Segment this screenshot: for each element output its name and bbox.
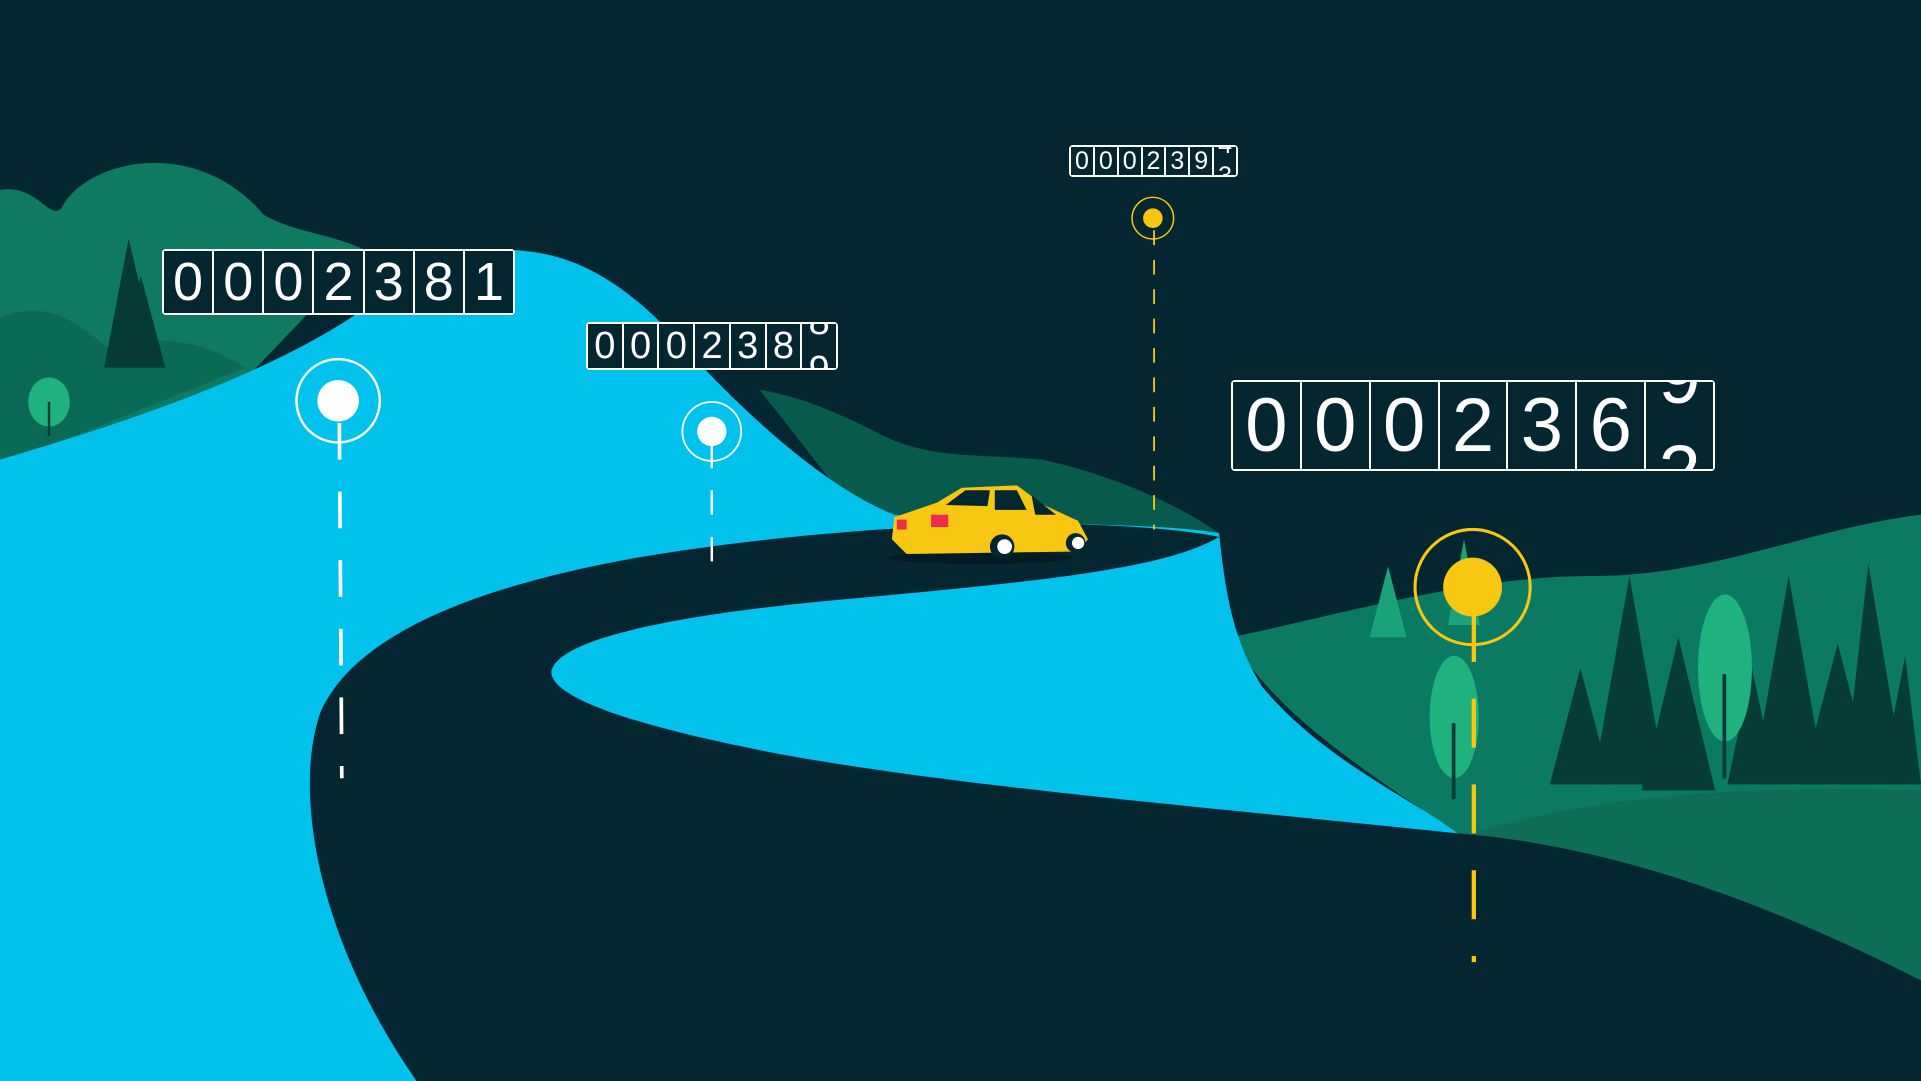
map-pin-icon: [1131, 196, 1175, 530]
odometer-digit: 0: [164, 251, 213, 313]
odometer-digit: 3: [364, 251, 413, 313]
odometer-digit: 0: [659, 324, 694, 368]
odometer-digit: 2: [695, 324, 729, 368]
odometer-d: 00023692: [1231, 380, 1715, 471]
odometer-b: 00023889: [586, 322, 838, 370]
left-hills-front: [0, 310, 246, 466]
odometer-digit: 0: [214, 251, 263, 313]
map-pin-icon: [681, 401, 743, 562]
odometer-digit: 8: [766, 324, 801, 368]
odometer-digit: 0: [1118, 147, 1141, 175]
odometer-digit: 0: [623, 324, 658, 368]
tree-icon: [28, 377, 1752, 800]
odometer-digit: 0: [1301, 382, 1369, 469]
tree-icon: [1549, 563, 1921, 791]
odometer-digit: 0: [1370, 382, 1438, 469]
odometer-digit: 0: [588, 324, 622, 368]
odometer-rolling-digit: 89: [802, 324, 837, 368]
odometer-digit: 3: [1508, 382, 1576, 469]
odometer-digit: 3: [1166, 147, 1189, 175]
odometer-digit: 0: [1071, 147, 1093, 175]
odometer-digit: 2: [314, 251, 363, 313]
rolling-digit-value: 4: [1218, 147, 1232, 158]
odometer-digit: 1: [464, 251, 513, 313]
odometer-digit: 9: [1190, 147, 1213, 175]
odometer-digit: 2: [1439, 382, 1507, 469]
odometer-digit: 0: [1233, 382, 1300, 469]
rolling-digit-value: 3: [1218, 163, 1232, 175]
rolling-digit-value: 9: [1658, 382, 1700, 416]
map-pin-icon: [295, 357, 382, 779]
odometer-digit: 6: [1577, 382, 1645, 469]
odometer-digit: 0: [264, 251, 313, 313]
odometer-rolling-digit: 92: [1646, 382, 1714, 469]
odometer-digit: 8: [414, 251, 463, 313]
tree-icon: [104, 238, 166, 368]
odometer-c: 00023943: [1069, 145, 1238, 177]
odometer-digit: 3: [730, 324, 765, 368]
rolling-digit-value: 2: [1658, 434, 1700, 469]
road: [309, 524, 1921, 1081]
map-pin-icon: [1413, 527, 1532, 963]
back-hill: [759, 389, 1220, 534]
rolling-digit-value: 9: [809, 351, 830, 368]
odometer-digit: 0: [1094, 147, 1117, 175]
odometer-rolling-digit: 43: [1214, 147, 1237, 175]
rolling-digit-value: 8: [809, 324, 830, 341]
odometer-digit: 2: [1142, 147, 1165, 175]
car-icon: [888, 485, 1088, 564]
